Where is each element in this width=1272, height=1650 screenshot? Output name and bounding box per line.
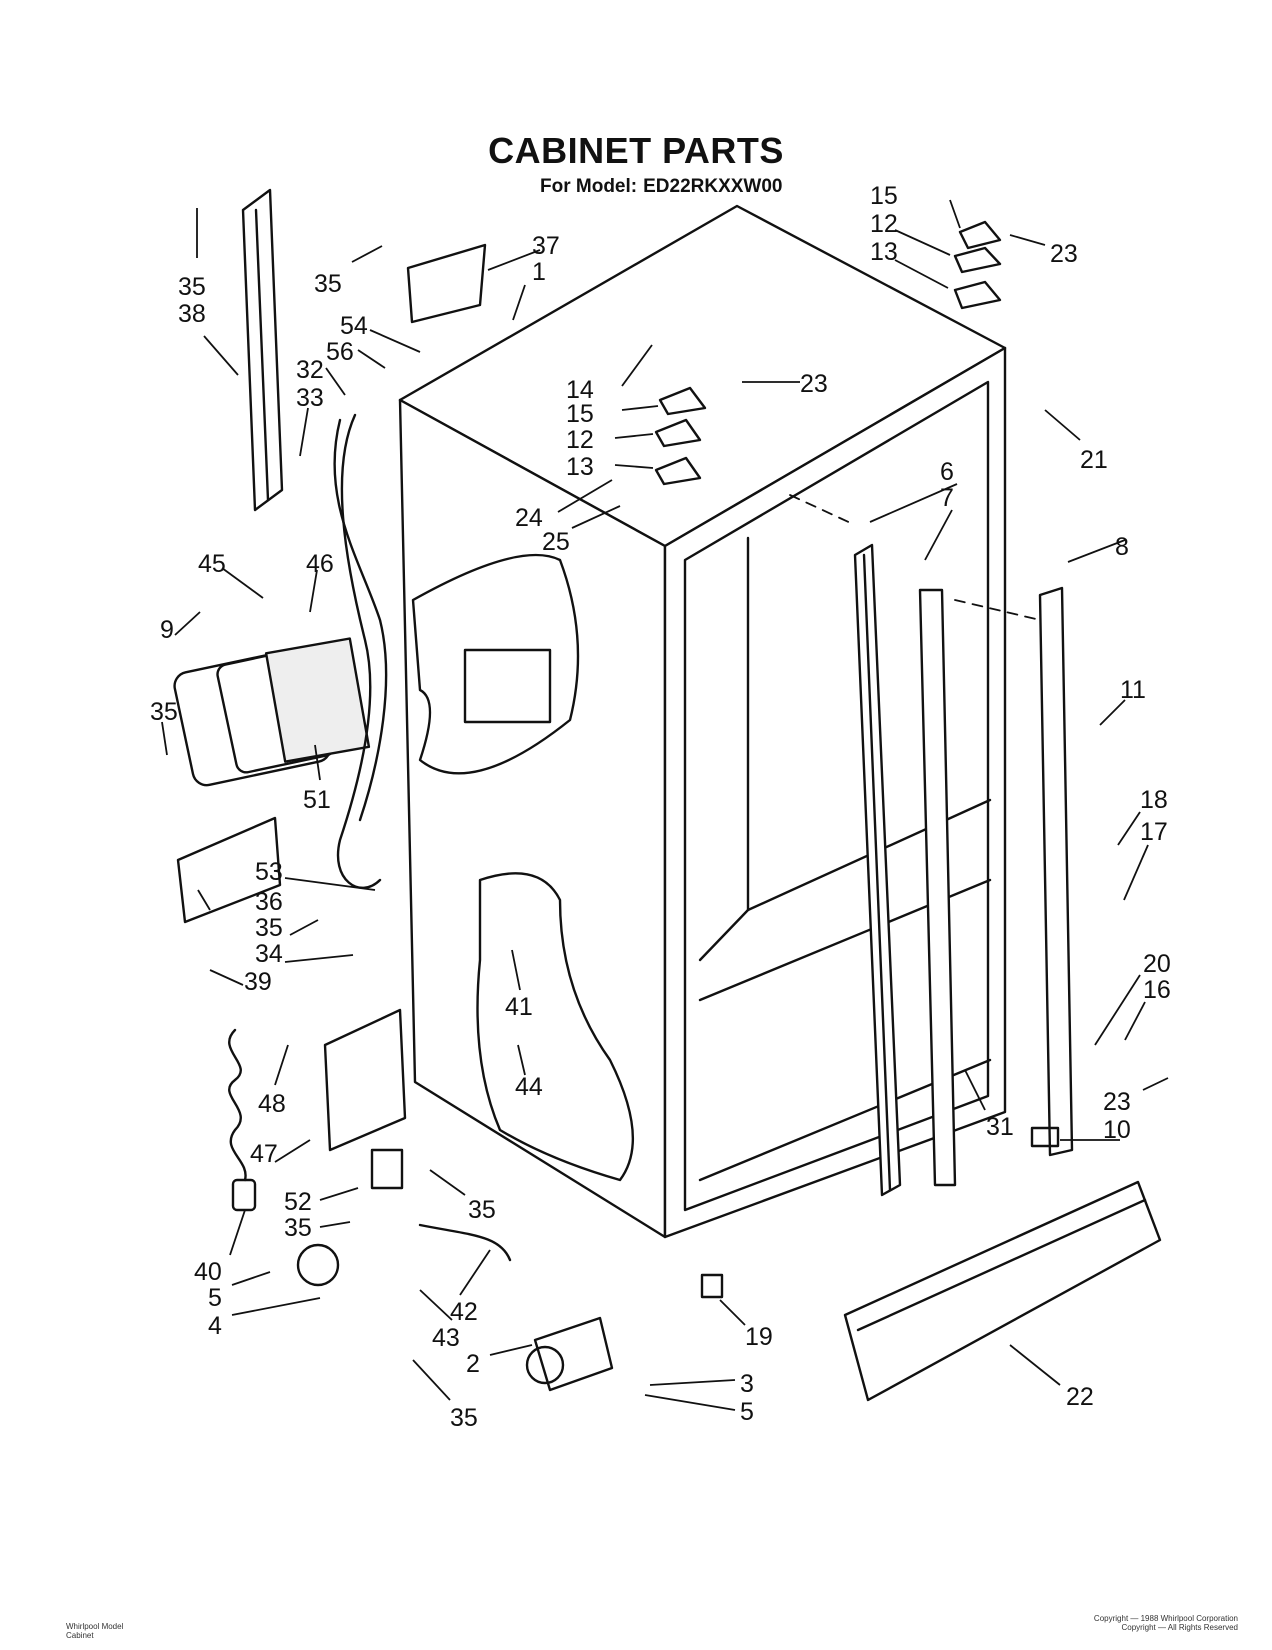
callout: 35 <box>178 273 206 301</box>
callout: 10 <box>1103 1116 1131 1144</box>
part-22-grille <box>843 1180 1162 1402</box>
callout: 31 <box>986 1113 1014 1141</box>
footer-left-line2: Cabinet <box>66 1631 94 1640</box>
callout: 38 <box>178 300 206 328</box>
cabinet-body <box>398 204 1007 1239</box>
part-42-tube <box>418 1223 512 1262</box>
callout: 43 <box>432 1324 460 1352</box>
callout: 44 <box>515 1073 543 1101</box>
part-40-cord <box>228 1028 257 1212</box>
top-hinge-parts <box>953 220 1002 310</box>
cutaway-upper <box>411 553 580 775</box>
callout: 53 <box>255 858 283 886</box>
callout: 12 <box>870 210 898 238</box>
callout: 5 <box>208 1284 222 1312</box>
part-52-clip <box>370 1148 404 1190</box>
footer-right: Copyright — 1988 Whirlpool Corporation C… <box>1094 1614 1238 1632</box>
parts-45-46-51 <box>173 637 371 787</box>
wiring-harness <box>337 413 382 890</box>
callout-labels: 35 38 35 37 1 54 56 32 33 14 15 12 13 23… <box>150 182 1171 1432</box>
callout: 20 <box>1143 950 1171 978</box>
callout: 19 <box>745 1323 773 1351</box>
model-label: For Model: <box>540 176 638 197</box>
callout: 54 <box>340 312 368 340</box>
callout: 35 <box>450 1404 478 1432</box>
callout: 17 <box>1140 818 1168 846</box>
callout: 2 <box>466 1350 480 1378</box>
part-37-bracket <box>406 243 487 324</box>
callout: 6 <box>940 458 954 486</box>
callout: 41 <box>505 993 533 1021</box>
callout: 45 <box>198 550 226 578</box>
page-title: CABINET PARTS <box>488 130 784 171</box>
callout: 14 <box>566 376 594 404</box>
part-10-plug <box>1030 1126 1060 1148</box>
callout: 5 <box>740 1398 754 1426</box>
callout: 22 <box>1066 1383 1094 1411</box>
footer-right-line2: Copyright — All Rights Reserved <box>1121 1623 1239 1632</box>
callout: 48 <box>258 1090 286 1118</box>
callout: 18 <box>1140 786 1168 814</box>
callout: 40 <box>194 1258 222 1286</box>
footer-left-line1: Whirlpool Model <box>66 1622 124 1631</box>
callout: 35 <box>468 1196 496 1224</box>
callout: 32 <box>296 356 324 384</box>
callout: 25 <box>542 528 570 556</box>
footer-right-line1: Copyright — 1988 Whirlpool Corporation <box>1093 1614 1238 1623</box>
callout: 35 <box>150 698 178 726</box>
callout: 52 <box>284 1188 312 1216</box>
model-line: For Model:ED22RKXXW00 <box>540 176 789 198</box>
part-7-rail <box>918 588 957 1187</box>
callout: 47 <box>250 1140 278 1168</box>
callout: 13 <box>566 453 594 481</box>
callout: 8 <box>1115 533 1129 561</box>
callout: 1 <box>532 258 546 286</box>
callout: 46 <box>306 550 334 578</box>
callout: 56 <box>326 338 354 366</box>
part-2-roller <box>533 1316 614 1392</box>
part-19-bracket <box>700 1273 724 1299</box>
callout: 23 <box>1050 240 1078 268</box>
callout: 23 <box>800 370 828 398</box>
callout: 51 <box>303 786 331 814</box>
part-36-panel <box>176 816 282 924</box>
callout: 7 <box>940 484 954 512</box>
callout: 11 <box>1120 676 1146 704</box>
callout: 13 <box>870 238 898 266</box>
footer-left: Whirlpool Model Cabinet <box>66 1622 123 1640</box>
callout: 37 <box>532 232 560 260</box>
callout: 3 <box>740 1370 754 1398</box>
callout: 24 <box>515 504 543 532</box>
callout: 35 <box>314 270 342 298</box>
cutaway-lower <box>476 872 635 1182</box>
callout: 21 <box>1080 446 1108 474</box>
callout: 9 <box>160 616 174 644</box>
callout: 16 <box>1143 976 1171 1004</box>
part-8-strip <box>1038 586 1074 1157</box>
callout: 15 <box>566 400 594 428</box>
model-number: ED22RKXXW00 <box>643 176 783 197</box>
part-4-roller <box>296 1243 340 1287</box>
mid-hinge-parts <box>654 386 707 486</box>
callout: 12 <box>566 426 594 454</box>
callout: 4 <box>208 1312 222 1340</box>
part-47-panel <box>323 1008 407 1152</box>
callout: 15 <box>870 182 898 210</box>
callout: 33 <box>296 384 324 412</box>
callout: 39 <box>244 968 272 996</box>
callout: 23 <box>1103 1088 1131 1116</box>
callout: 36 <box>255 888 283 916</box>
callout: 34 <box>255 940 283 968</box>
callout: 35 <box>255 914 283 942</box>
callout: 42 <box>450 1298 478 1326</box>
callout: 35 <box>284 1214 312 1242</box>
part-38-strip <box>241 188 284 512</box>
